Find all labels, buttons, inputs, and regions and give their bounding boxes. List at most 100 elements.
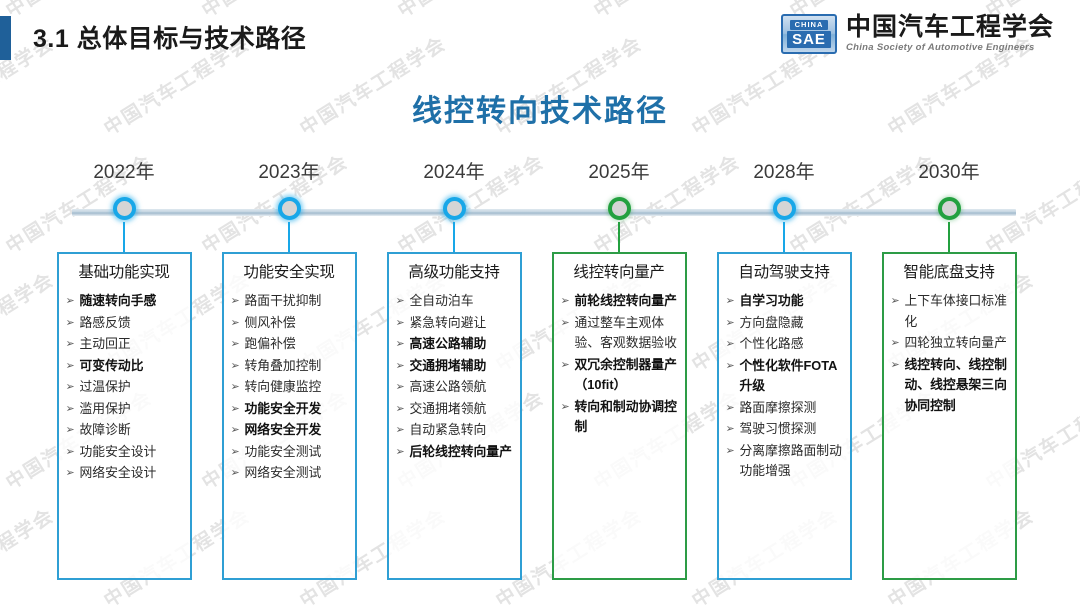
list-item[interactable]: ➢ 功能安全测试 bbox=[231, 442, 348, 463]
list-item[interactable]: ➢ 前轮线控转向量产 bbox=[561, 291, 678, 312]
timeline-node-2025年[interactable]: 2025年 bbox=[559, 160, 679, 220]
list-item-label: 前轮线控转向量产 bbox=[574, 293, 677, 308]
list-item[interactable]: ➢个性化软件FOTA升级 bbox=[726, 356, 843, 397]
list-item[interactable]: ➢线控转向、线控制动、线控悬架三向协同控制 bbox=[891, 355, 1008, 417]
list-item[interactable]: ➢ 个性化路感 bbox=[726, 334, 843, 355]
timeline-axis-line bbox=[72, 209, 1016, 216]
arrow-bullet-icon: ➢ bbox=[395, 402, 405, 415]
timeline: 2022年 2023年 2024年 2025年 2028年 2030年 bbox=[0, 160, 1080, 230]
list-item[interactable]: ➢网络安全测试 bbox=[231, 463, 348, 484]
roadmap-cards: 基础功能实现➢随速转向手感➢路感反馈➢主动回正➢可变传动比➢过温保护➢滥用保护➢… bbox=[0, 252, 1080, 582]
list-item[interactable]: ➢自动紧急转向 bbox=[396, 420, 513, 441]
list-item[interactable]: ➢ 过温保护 bbox=[66, 377, 183, 398]
timeline-node-2022年[interactable]: 2022年 bbox=[64, 160, 184, 220]
list-item-label: 通过整车主观体验、客观数据验收 bbox=[574, 314, 677, 351]
sae-badge-icon: CHINA SAE bbox=[780, 14, 837, 54]
arrow-bullet-icon: ➢ bbox=[560, 295, 570, 307]
list-item[interactable]: ➢滥用保护 bbox=[66, 399, 183, 420]
card-item-list: ➢随速转向手感 ➢ 路感反馈 ➢主动回正➢可变传动比 ➢ 过温保护 ➢滥用保护➢故障诊断➢功… bbox=[66, 291, 183, 484]
list-item[interactable]: ➢故障诊断 bbox=[66, 420, 183, 441]
list-item[interactable]: ➢交通拥堵辅助 bbox=[396, 356, 513, 377]
list-item[interactable]: ➢分离摩擦路面制动功能增强 bbox=[726, 441, 843, 482]
list-item[interactable]: ➢方向盘隐藏 bbox=[726, 313, 843, 334]
list-item[interactable]: ➢全自动泊车 bbox=[396, 291, 513, 312]
timeline-year-label: 2030年 bbox=[918, 162, 980, 183]
list-item[interactable]: ➢转角叠加控制 bbox=[231, 356, 348, 377]
arrow-bullet-icon: ➢ bbox=[560, 400, 570, 413]
list-item-label: 紧急转向避让 bbox=[409, 314, 487, 330]
roadmap-card-3[interactable]: 高级功能支持➢全自动泊车➢紧急转向避让➢高速公路辅助➢交通拥堵辅助➢高速公路领航… bbox=[386, 252, 522, 580]
list-item[interactable]: ➢路面摩擦探测 bbox=[726, 398, 843, 419]
list-item[interactable]: ➢双冗余控制器量产（10fit） bbox=[561, 355, 678, 396]
slide-header: 3.1 总体目标与技术路径 CHINA SAE 中国汽车工程学会 China S… bbox=[0, 0, 1080, 72]
list-item[interactable]: ➢转向健康监控 bbox=[231, 377, 348, 398]
roadmap-card-4[interactable]: 线控转向量产➢前轮线控转向量产➢通过整车主观体验、客观数据验收➢双冗余控制器量产… bbox=[551, 252, 687, 580]
list-item[interactable]: ➢可变传动比 bbox=[66, 356, 183, 377]
list-item-label: 功能安全测试 bbox=[244, 443, 322, 459]
arrow-bullet-icon: ➢ bbox=[725, 338, 735, 350]
timeline-connector bbox=[288, 222, 290, 252]
list-item[interactable]: ➢驾驶习惯探测 bbox=[726, 419, 843, 440]
chart-main-title: 线控转向技术路径 bbox=[412, 95, 668, 128]
timeline-node-2028年[interactable]: 2028年 bbox=[724, 160, 844, 220]
card-title: 功能安全实现 bbox=[243, 264, 335, 281]
arrow-bullet-icon: ➢ bbox=[890, 337, 900, 349]
list-item[interactable]: ➢交通拥堵领航 bbox=[396, 399, 513, 420]
list-item-label: 驾驶习惯探测 bbox=[739, 421, 817, 436]
list-item[interactable]: ➢通过整车主观体验、客观数据验收 bbox=[561, 313, 678, 354]
timeline-connector bbox=[453, 222, 455, 252]
list-item[interactable]: ➢网络安全开发 bbox=[231, 420, 348, 441]
list-item[interactable]: ➢跑偏补偿 bbox=[231, 334, 348, 355]
list-item[interactable]: ➢ 转向和制动协调控制 bbox=[561, 397, 678, 438]
list-item[interactable]: ➢高速公路领航 bbox=[396, 377, 513, 398]
list-item-label: 个性化路感 bbox=[739, 336, 804, 351]
list-item[interactable]: ➢紧急转向避让 bbox=[396, 313, 513, 334]
list-item[interactable]: ➢侧风补偿 bbox=[231, 313, 348, 334]
card-title: 高级功能支持 bbox=[408, 264, 500, 281]
list-item[interactable]: ➢后轮线控转向量产 bbox=[396, 442, 513, 463]
list-item[interactable]: ➢路面干扰抑制 bbox=[231, 291, 348, 312]
list-item-label: 四轮独立转向量产 bbox=[904, 335, 1007, 350]
arrow-bullet-icon: ➢ bbox=[230, 445, 240, 458]
timeline-year-label: 2028年 bbox=[753, 162, 815, 183]
arrow-bullet-icon: ➢ bbox=[890, 295, 900, 307]
list-item-label: 转向和制动协调控制 bbox=[574, 398, 677, 435]
list-item[interactable]: ➢ 四轮独立转向量产 bbox=[891, 333, 1008, 354]
list-item-label: 自动紧急转向 bbox=[409, 422, 487, 437]
logo-text-block: 中国汽车工程学会 China Society of Automotive Eng… bbox=[846, 14, 1054, 54]
list-item-label: 主动回正 bbox=[79, 336, 131, 351]
list-item-label: 后轮线控转向量产 bbox=[409, 443, 512, 459]
list-item-label: 转向健康监控 bbox=[244, 379, 322, 394]
timeline-dot-icon bbox=[277, 197, 301, 220]
roadmap-card-1[interactable]: 基础功能实现➢随速转向手感➢路感反馈➢主动回正➢可变传动比➢过温保护➢滥用保护➢… bbox=[56, 252, 192, 580]
list-item-label: 网络安全测试 bbox=[244, 465, 322, 480]
timeline-node-2030年[interactable]: 2030年 bbox=[889, 160, 1009, 220]
timeline-node-2023年[interactable]: 2023年 bbox=[229, 160, 349, 220]
list-item[interactable]: ➢上下车体接口标准化 bbox=[891, 291, 1008, 332]
arrow-bullet-icon: ➢ bbox=[890, 358, 900, 371]
arrow-bullet-icon: ➢ bbox=[230, 295, 240, 307]
roadmap-card-2[interactable]: 功能安全实现➢路面干扰抑制➢侧风补偿➢跑偏补偿➢转角叠加控制➢转向健康监控➢功能… bbox=[221, 252, 357, 580]
list-item[interactable]: ➢功能安全开发 bbox=[231, 399, 348, 420]
list-item-label: 个性化软件FOTA升级 bbox=[739, 357, 838, 394]
list-item[interactable]: ➢自学习功能 bbox=[726, 291, 843, 312]
list-item[interactable]: ➢功能安全设计 bbox=[66, 442, 183, 463]
list-item-label: 可变传动比 bbox=[79, 357, 144, 373]
arrow-bullet-icon: ➢ bbox=[395, 381, 405, 393]
list-item-label: 路面摩擦探测 bbox=[739, 399, 817, 415]
roadmap-card-5[interactable]: 自动驾驶支持➢自学习功能➢方向盘隐藏➢个性化路感➢个性化软件FOTA升级➢路面摩… bbox=[716, 252, 852, 580]
timeline-node-2024年[interactable]: 2024年 bbox=[394, 160, 514, 220]
list-item[interactable]: ➢主动回正 bbox=[66, 334, 183, 355]
list-item[interactable]: ➢随速转向手感 bbox=[66, 291, 183, 312]
list-item[interactable]: ➢ 路感反馈 bbox=[66, 313, 183, 334]
timeline-dot-icon bbox=[772, 197, 796, 220]
header-accent-bar bbox=[0, 16, 11, 60]
arrow-bullet-icon: ➢ bbox=[65, 381, 75, 393]
list-item-label: 过温保护 bbox=[79, 379, 131, 394]
timeline-connector bbox=[783, 222, 785, 252]
roadmap-card-6[interactable]: 智能底盘支持➢上下车体接口标准化➢四轮独立转向量产➢线控转向、线控制动、线控悬架… bbox=[881, 252, 1017, 580]
list-item[interactable]: ➢网络安全设计 bbox=[66, 463, 183, 484]
arrow-bullet-icon: ➢ bbox=[65, 316, 75, 329]
list-item-label: 路感反馈 bbox=[79, 314, 131, 330]
list-item[interactable]: ➢高速公路辅助 bbox=[396, 334, 513, 355]
